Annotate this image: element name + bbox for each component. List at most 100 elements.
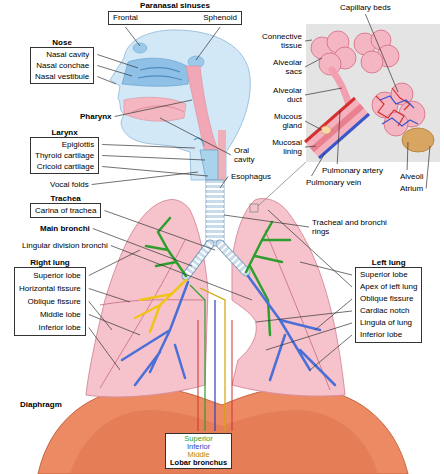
leader-line — [300, 262, 352, 275]
label-wrap: Capillary beds — [340, 3, 391, 12]
leader-line — [125, 27, 140, 46]
part-name: Alveoli — [400, 172, 424, 181]
leader-line — [305, 146, 316, 147]
leader-line — [305, 58, 322, 67]
trachea-rings — [206, 184, 224, 244]
label-group: Paranasal sinusesFrontal Sphenoid — [108, 1, 242, 25]
part-name: Pulmonary vein — [306, 178, 361, 187]
part-name: Superior lobe — [19, 269, 81, 282]
heading-row: Paranasal sinuses — [140, 1, 210, 11]
leader-line — [102, 167, 208, 177]
label-wrap: Vocal folds — [50, 180, 89, 189]
leader-line — [426, 146, 430, 189]
structure-heading: Pharynx — [80, 112, 112, 121]
structure-heading: Diaphragm — [20, 400, 62, 409]
heading-row: Trachea — [51, 194, 81, 203]
label-group: NoseNasal cavityNasal conchaeNasal vesti… — [30, 38, 94, 84]
frontal-sinus — [133, 43, 147, 53]
leader-line — [97, 66, 132, 77]
capillary-mesh — [376, 88, 410, 126]
part-name: Oblique fissure — [19, 295, 81, 308]
part-name: Inferior — [170, 443, 227, 451]
group-heading: Nose — [52, 38, 72, 47]
inferior-bronchi — [122, 276, 335, 385]
part-name: Esophagus — [231, 172, 271, 181]
group-heading: Larynx — [51, 128, 77, 137]
part-name: Superior lobe — [360, 269, 417, 281]
head-outline — [110, 30, 250, 180]
part-name: Thyroid cartilage — [35, 150, 94, 161]
leader-line — [102, 156, 205, 161]
leader-line — [102, 145, 195, 149]
leader-line — [89, 328, 120, 371]
part-name: Tracheal and bronchi rings — [312, 218, 394, 236]
label-wrap: Pulmonary artery — [322, 166, 383, 175]
leader-line — [337, 111, 340, 164]
oral-cavity-shape — [124, 97, 186, 121]
mucous-gland-shape — [321, 126, 331, 134]
nasal-cavity-shape — [122, 58, 190, 86]
capillary-mesh — [380, 96, 418, 126]
diaphragm-shade — [70, 410, 378, 474]
leader-line — [256, 311, 352, 322]
bracket-box: Nasal cavityNasal conchaeNasal vestibule — [30, 47, 94, 84]
part-name: Epiglottis — [35, 139, 94, 150]
label-wrap: Connective tissue — [258, 32, 302, 50]
diaphragm-shape — [38, 388, 408, 474]
part-name: Frontal — [113, 13, 138, 23]
leader-line — [224, 215, 309, 227]
bronchi-rings — [186, 244, 246, 276]
part-name: Atrium — [400, 184, 423, 193]
leader-line — [104, 211, 215, 251]
part-name: Middle — [170, 451, 227, 459]
zoom-square — [250, 204, 258, 212]
part-name: Capillary beds — [340, 3, 391, 12]
part-name: Sphenoid — [203, 13, 237, 23]
label-wrap: Esophagus — [231, 172, 271, 181]
group-heading: Left lung — [372, 258, 406, 267]
bracket-box: SuperiorInferiorMiddleLobar bronchus — [165, 433, 232, 469]
esophagus-shape — [218, 130, 226, 180]
part-name: Oblique fissure — [360, 293, 417, 305]
heading-row: Right lung — [30, 258, 70, 267]
part-name: Carina of trachea — [35, 205, 96, 216]
leader-line — [220, 177, 228, 189]
leader-line — [310, 335, 352, 370]
label-group: LarynxEpiglottisThyroid cartilageCricoid… — [30, 128, 99, 174]
label-group: Right lungSuperior lobeHorizontal fissur… — [14, 258, 86, 336]
leader-line — [89, 315, 140, 336]
part-name: Mucosal lining — [258, 138, 302, 156]
alveolar-duct-shape — [332, 70, 350, 108]
heading-row: Larynx — [51, 128, 77, 137]
pharynx-shape — [186, 66, 218, 150]
lobar-line — [200, 288, 225, 431]
bracket-box: Carina of trachea — [30, 203, 101, 218]
label-group: SuperiorInferiorMiddleLobar bronchus — [165, 433, 232, 469]
label-wrap: Mucous gland — [258, 112, 302, 130]
part-name: Inferior lobe — [19, 321, 81, 334]
leader-line — [89, 289, 130, 303]
part-name: Nasal conchae — [35, 60, 89, 71]
trachea-shape — [206, 180, 224, 246]
label-wrap: Lingular division bronchi — [22, 241, 108, 250]
part-name: Horizontal fissure — [19, 282, 81, 295]
pulmonary-artery-shape — [305, 98, 355, 142]
leader-line — [365, 14, 398, 92]
leader-line — [305, 88, 342, 95]
part-name: Nasal vestibule — [35, 71, 89, 82]
nasal-conchae-shape — [138, 68, 182, 80]
leader-line — [305, 40, 312, 41]
part-name: Connective tissue — [258, 32, 302, 50]
label-wrap: Alveolar sacs — [258, 58, 302, 76]
atrium-shape — [402, 128, 434, 152]
label-group: Left lungSuperior lobeApex of left lungO… — [355, 258, 422, 343]
label-wrap: Atrium — [400, 184, 423, 193]
part-name: Nasal cavity — [35, 49, 89, 60]
label-wrap: Alveoli — [400, 172, 424, 181]
bracket-box: EpiglottisThyroid cartilageCricoid carti… — [30, 137, 99, 174]
part-name: Alveolar duct — [258, 86, 302, 104]
label-wrap: Pharynx — [80, 112, 112, 121]
part-name: Apex of left lung — [360, 281, 417, 293]
label-wrap: Diaphragm — [20, 400, 62, 409]
